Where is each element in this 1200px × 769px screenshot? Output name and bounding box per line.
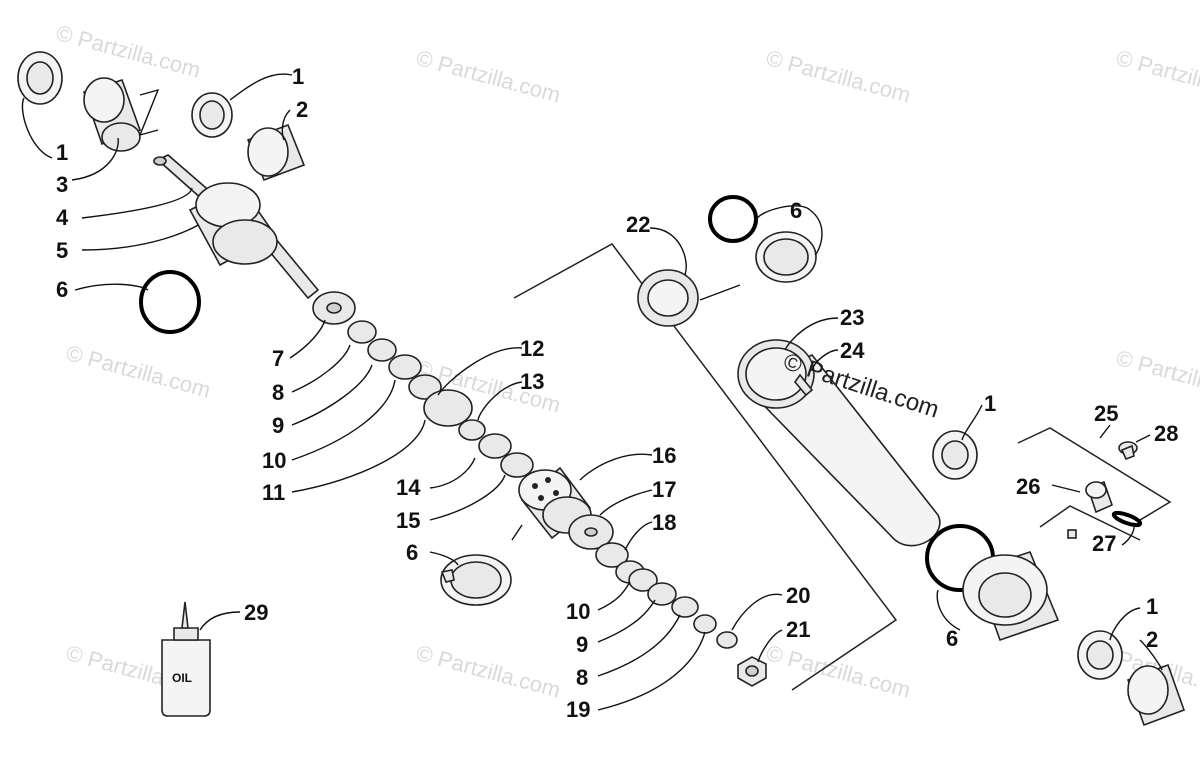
callout-label: 1: [1146, 594, 1158, 619]
zigzag-line: [138, 88, 160, 137]
oil-bottle-part: [161, 601, 211, 717]
sleeve-part: [82, 77, 142, 152]
callout-label: 2: [296, 97, 308, 122]
assembly-bracket: [513, 243, 898, 691]
piston-part: [518, 466, 592, 540]
valve-bracket: [1017, 427, 1172, 521]
washer-stack-lower: [568, 514, 738, 649]
callout-label: 10: [262, 448, 286, 473]
callout-label: 9: [272, 413, 284, 438]
callout-label: 24: [840, 338, 865, 363]
sleeve-part: [1126, 663, 1186, 727]
callout-label: 7: [272, 346, 284, 371]
shaft-body-part: [188, 182, 278, 267]
callout-label: 3: [56, 172, 68, 197]
callout-label: 1: [292, 64, 304, 89]
callout-label: 5: [56, 238, 68, 263]
callout-label: 28: [1154, 421, 1178, 446]
callout-label: 12: [520, 336, 544, 361]
callout-label: 22: [626, 212, 650, 237]
callout-label: 8: [576, 665, 588, 690]
callout-label: 8: [272, 380, 284, 405]
callout-label: 19: [566, 697, 590, 722]
valve-inner-bracket: [1039, 505, 1141, 541]
washer-stack: [312, 291, 534, 478]
callout-label: 18: [652, 510, 676, 535]
nut-part: [737, 656, 767, 687]
callout-label: 6: [790, 198, 802, 223]
screw-part: [1118, 441, 1138, 461]
bushing-part: [191, 92, 233, 138]
callout-label: 11: [262, 480, 285, 505]
callout-label: 29: [244, 600, 268, 625]
callout-label: 26: [1016, 474, 1040, 499]
callout-label: 23: [840, 305, 864, 330]
cylinder-body-part: [737, 339, 941, 547]
valve-fitting-part: [1085, 480, 1113, 514]
bushing-part: [17, 51, 63, 105]
callout-label: 16: [652, 443, 676, 468]
callout-label: 25: [1094, 401, 1118, 426]
oil-bottle-label: OIL: [172, 671, 192, 685]
callout-label: 13: [520, 369, 544, 394]
reservoir-cap-part: [637, 269, 699, 327]
callout-label: 9: [576, 632, 588, 657]
callout-label: 15: [396, 508, 420, 533]
bushing-part: [1077, 630, 1123, 680]
pin-part: [1067, 529, 1077, 539]
callout-label: 21: [786, 617, 810, 642]
bushing-part: [932, 430, 978, 480]
callout-label: 1: [984, 391, 996, 416]
callout-label: 2: [1146, 627, 1158, 652]
damper-base-part: [962, 551, 1060, 642]
callout-label: 27: [1092, 531, 1116, 556]
callout-label: 10: [566, 599, 590, 624]
callout-label: 14: [396, 475, 421, 500]
sleeve-part: [246, 123, 306, 182]
o-ring-part: [708, 195, 758, 243]
callout-label: 20: [786, 583, 810, 608]
o-ring-part: [1111, 510, 1143, 528]
callout-label: 4: [56, 205, 69, 230]
callout-label: 6: [406, 540, 418, 565]
o-ring-part: [139, 270, 201, 334]
callout-label: 17: [652, 477, 676, 502]
callout-label: 6: [56, 277, 68, 302]
leader-lines: [21, 73, 1163, 711]
callout-label: 6: [946, 626, 958, 651]
callout-label: 1: [56, 140, 68, 165]
band-part: [440, 554, 512, 606]
ring-part: [755, 231, 817, 283]
